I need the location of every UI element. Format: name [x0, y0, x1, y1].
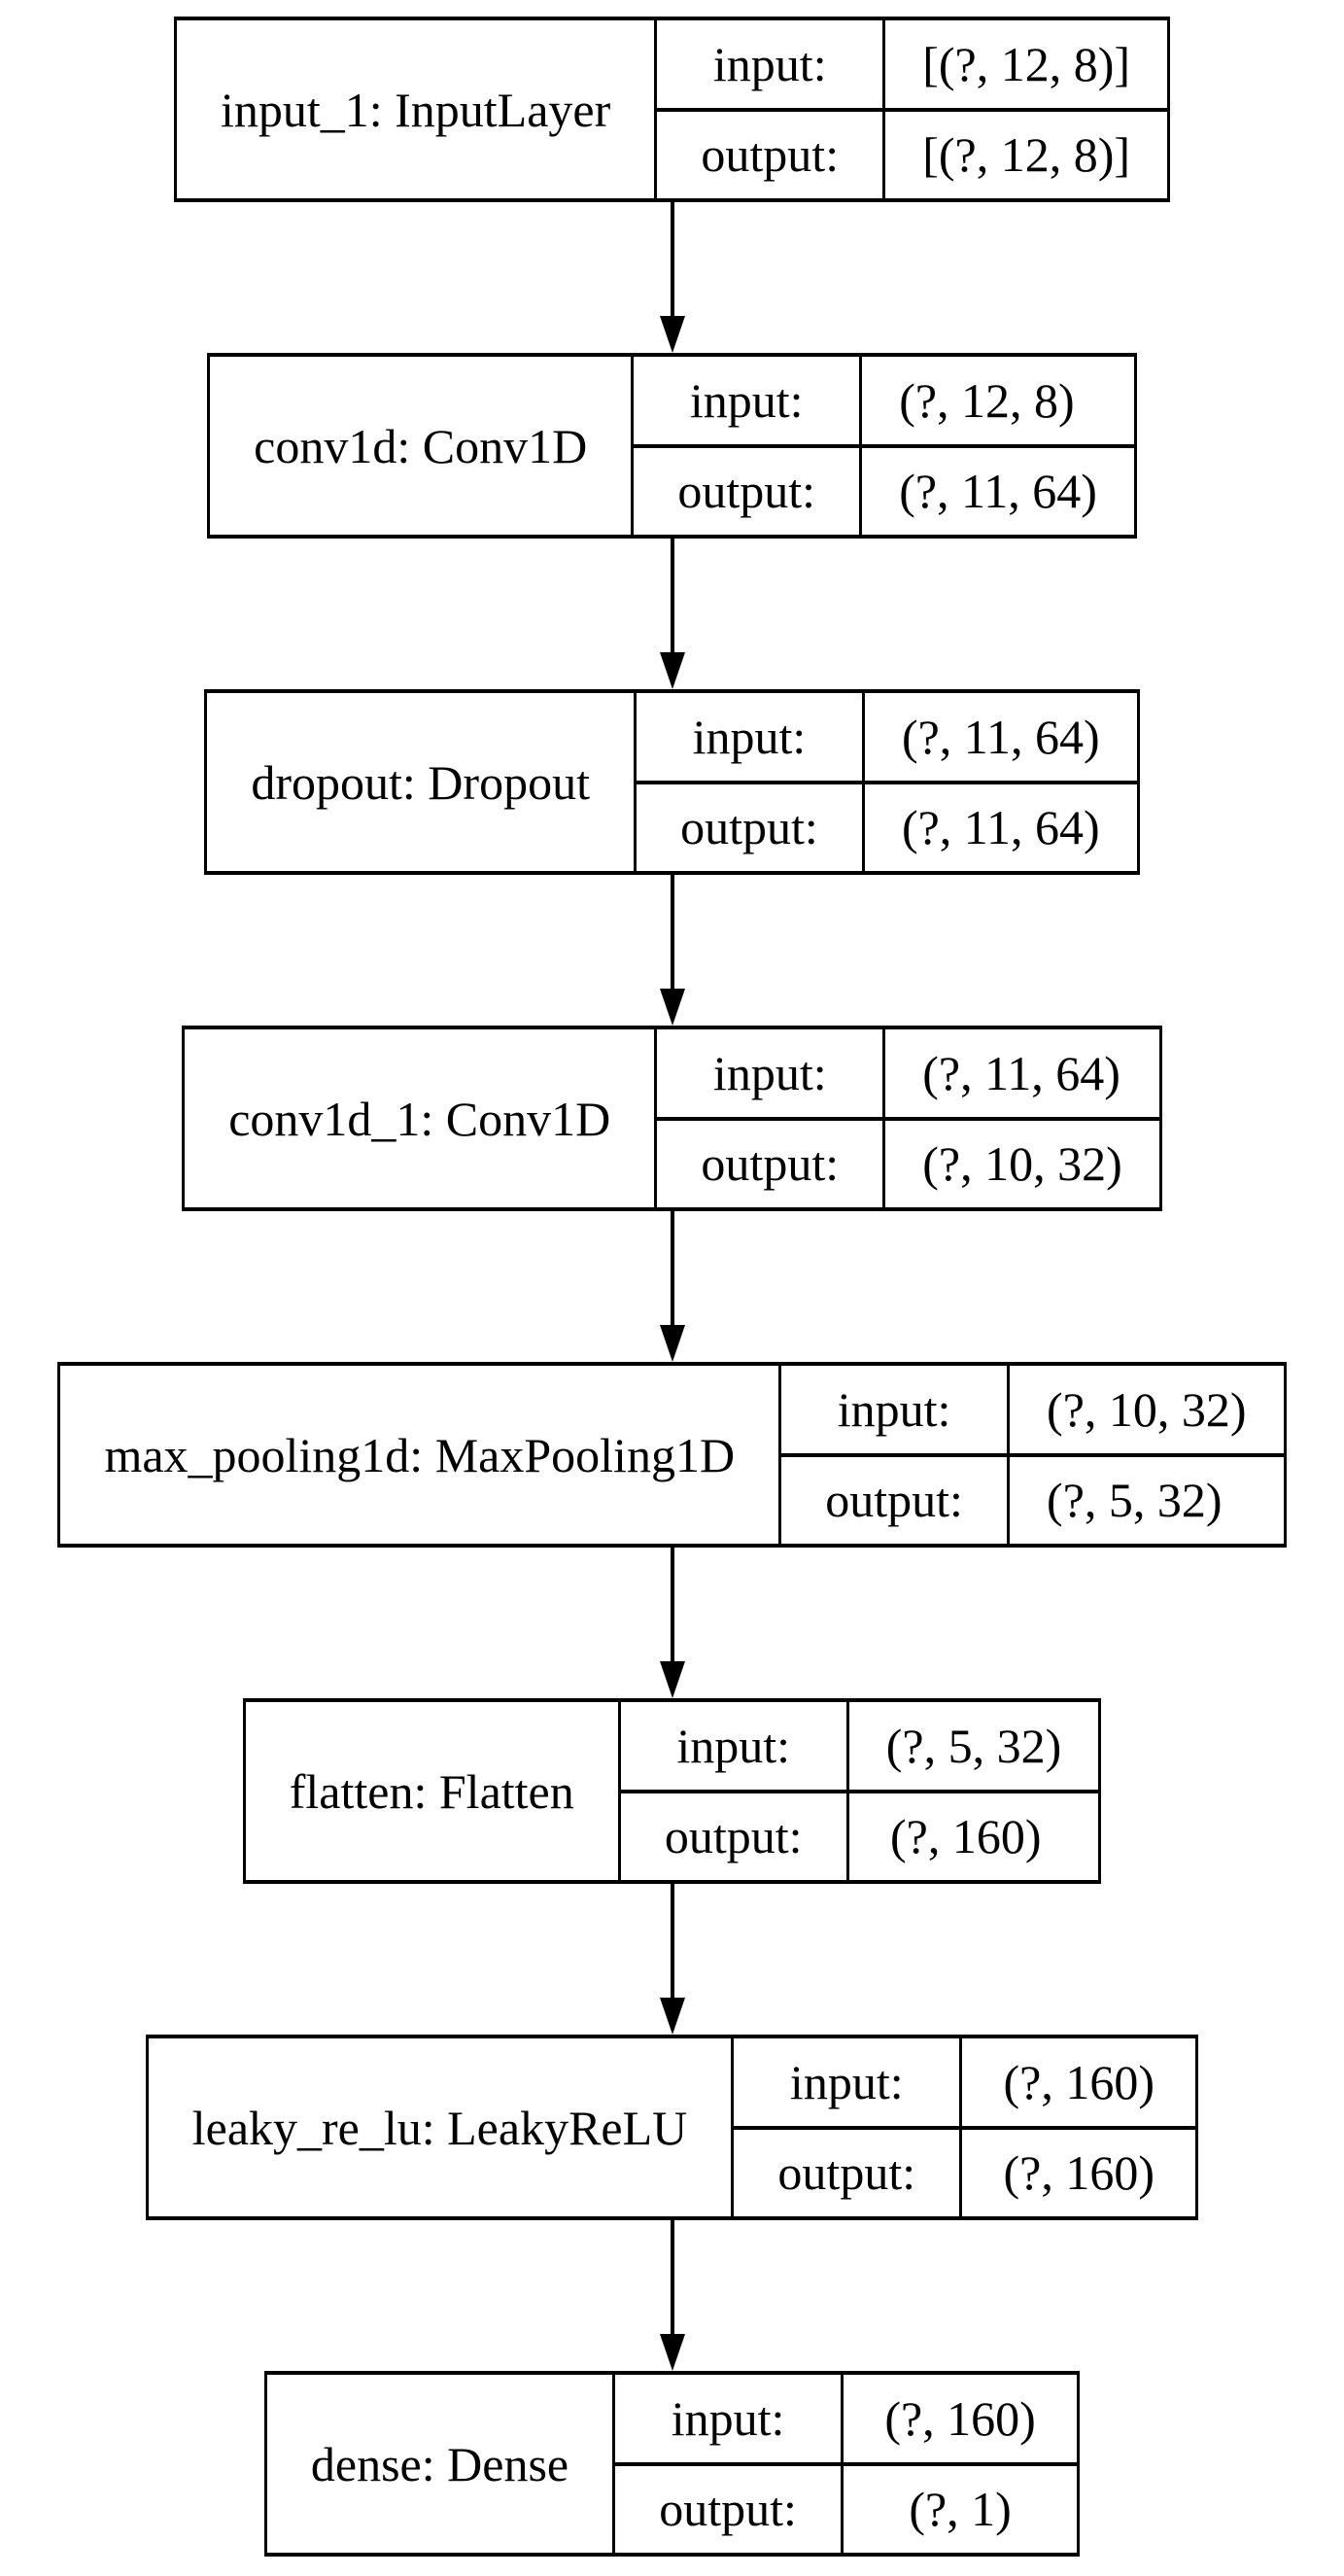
- output-shape: (?, 5, 32): [1047, 1473, 1223, 1528]
- output-label: output:: [657, 111, 886, 198]
- input-row: input: (?, 160): [615, 2375, 1077, 2462]
- output-shape: (?, 160): [1003, 2145, 1155, 2201]
- layer-name: dense: Dense: [267, 2375, 616, 2553]
- edge-line: [670, 875, 674, 989]
- input-shape: (?, 160): [1003, 2054, 1155, 2109]
- input-row: input: (?, 11, 64): [637, 693, 1137, 781]
- arrow-down-icon: [659, 989, 685, 1026]
- output-shape: [(?, 12, 8)]: [922, 127, 1131, 183]
- edge-connector: [659, 875, 685, 1026]
- input-label: input:: [657, 20, 886, 108]
- layer-name: conv1d: Conv1D: [210, 357, 635, 535]
- input-shape: (?, 10, 32): [1047, 1381, 1247, 1437]
- layer-node-max-pooling1d: max_pooling1d: MaxPooling1D input: (?, 1…: [57, 1362, 1287, 1548]
- layer-name: dropout: Dropout: [207, 693, 637, 871]
- layer-node-flatten: flatten: Flatten input: (?, 5, 32) outpu…: [242, 1698, 1102, 1884]
- arrow-down-icon: [659, 1998, 685, 2035]
- output-label: output:: [637, 783, 865, 871]
- io-table: input: (?, 10, 32) output: (?, 5, 32): [781, 1366, 1284, 1544]
- output-label: output:: [621, 1793, 849, 1880]
- io-table: input: (?, 5, 32) output: (?, 160): [620, 1702, 1099, 1880]
- input-row: input: (?, 5, 32): [621, 1702, 1099, 1790]
- arrow-down-icon: [659, 1325, 685, 1362]
- output-row: output: (?, 160): [734, 2125, 1196, 2216]
- input-row: input: [(?, 12, 8)]: [657, 20, 1167, 108]
- io-table: input: (?, 11, 64) output: (?, 10, 32): [657, 1029, 1159, 1207]
- input-label: input:: [615, 2375, 844, 2462]
- input-row: input: (?, 12, 8): [634, 357, 1134, 444]
- output-row: output: (?, 5, 32): [781, 1452, 1284, 1544]
- input-shape: (?, 5, 32): [885, 1718, 1062, 1773]
- input-label: input:: [657, 1029, 886, 1117]
- edge-connector: [659, 202, 685, 353]
- input-label: input:: [734, 2038, 963, 2126]
- layer-name: input_1: InputLayer: [177, 20, 658, 198]
- output-row: output: [(?, 12, 8)]: [657, 107, 1168, 198]
- input-row: input: (?, 11, 64): [657, 1029, 1159, 1117]
- arrow-down-icon: [659, 1661, 685, 1698]
- edge-connector: [659, 1884, 685, 2035]
- layer-name: max_pooling1d: MaxPooling1D: [60, 1366, 782, 1544]
- output-label: output:: [657, 1120, 886, 1207]
- arrow-down-icon: [659, 2334, 685, 2371]
- input-row: input: (?, 160): [734, 2038, 1195, 2126]
- arrow-down-icon: [659, 316, 685, 353]
- edge-line: [670, 2220, 674, 2334]
- edge-connector: [659, 1548, 685, 1698]
- edge-line: [670, 1548, 674, 1661]
- layer-name: flatten: Flatten: [246, 1702, 621, 1880]
- output-shape: (?, 160): [889, 1809, 1042, 1864]
- layer-node-dropout: dropout: Dropout input: (?, 11, 64) outp…: [204, 689, 1140, 875]
- input-label: input:: [634, 357, 863, 444]
- edge-connector: [659, 539, 685, 689]
- layer-node-leaky-re-lu: leaky_re_lu: LeakyReLU input: (?, 160) o…: [145, 2035, 1199, 2220]
- input-shape: (?, 12, 8): [899, 372, 1075, 428]
- edge-line: [670, 1884, 674, 1998]
- output-row: output: (?, 11, 64): [636, 780, 1137, 871]
- output-shape: (?, 11, 64): [899, 464, 1097, 519]
- layer-name: conv1d_1: Conv1D: [185, 1029, 658, 1207]
- edge-connector: [659, 1211, 685, 1362]
- edge-line: [670, 1211, 674, 1325]
- input-shape: (?, 11, 64): [901, 709, 1100, 764]
- output-label: output:: [734, 2129, 963, 2216]
- layer-name: leaky_re_lu: LeakyReLU: [149, 2038, 735, 2216]
- input-row: input: (?, 10, 32): [781, 1366, 1284, 1453]
- input-shape: (?, 160): [884, 2390, 1036, 2446]
- input-label: input:: [621, 1702, 849, 1790]
- io-table: input: (?, 11, 64) output: (?, 11, 64): [636, 693, 1137, 871]
- input-shape: (?, 11, 64): [922, 1045, 1120, 1100]
- output-shape: (?, 1): [909, 2482, 1012, 2537]
- input-label: input:: [637, 693, 865, 781]
- output-label: output:: [615, 2465, 844, 2553]
- output-label: output:: [634, 447, 863, 535]
- input-label: input:: [781, 1366, 1011, 1453]
- layer-node-input-1: input_1: InputLayer input: [(?, 12, 8)] …: [173, 17, 1171, 202]
- layer-node-conv1d-1: conv1d_1: Conv1D input: (?, 11, 64) outp…: [182, 1026, 1162, 1211]
- io-table: input: (?, 12, 8) output: (?, 11, 64): [634, 357, 1134, 535]
- io-table: input: (?, 160) output: (?, 1): [615, 2375, 1078, 2553]
- io-table: input: (?, 160) output: (?, 160): [734, 2038, 1196, 2216]
- output-label: output:: [781, 1456, 1011, 1544]
- edge-line: [670, 202, 674, 316]
- layer-node-dense: dense: Dense input: (?, 160) output: (?,…: [263, 2371, 1081, 2557]
- output-row: output: (?, 160): [620, 1789, 1099, 1880]
- output-shape: (?, 10, 32): [922, 1136, 1122, 1192]
- edge-line: [670, 539, 674, 652]
- io-table: input: [(?, 12, 8)] output: [(?, 12, 8)]: [657, 20, 1168, 198]
- output-shape: (?, 11, 64): [901, 800, 1100, 855]
- layer-node-conv1d: conv1d: Conv1D input: (?, 12, 8) output:…: [207, 353, 1137, 539]
- arrow-down-icon: [659, 652, 685, 689]
- input-shape: [(?, 12, 8)]: [922, 36, 1131, 91]
- edge-connector: [659, 2220, 685, 2371]
- output-row: output: (?, 11, 64): [634, 443, 1134, 535]
- output-row: output: (?, 1): [615, 2461, 1078, 2553]
- output-row: output: (?, 10, 32): [657, 1116, 1159, 1207]
